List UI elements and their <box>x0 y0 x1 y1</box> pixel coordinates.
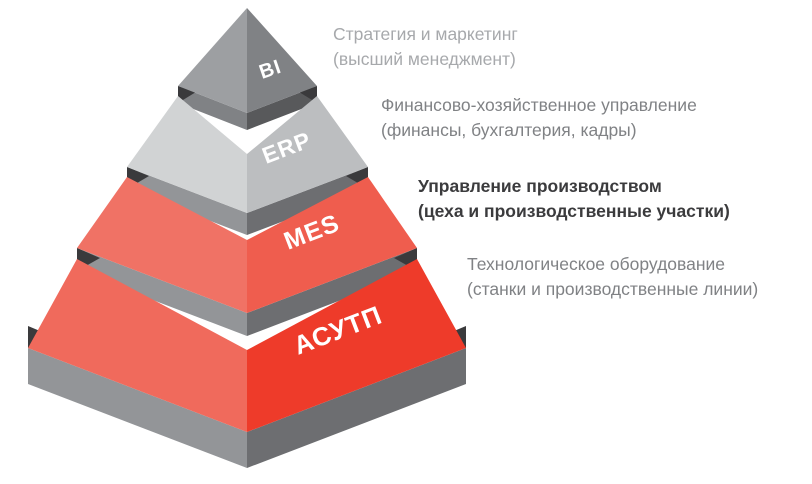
tier-erp-left-face <box>127 96 247 213</box>
tier-asutp-right-front-face <box>247 348 466 468</box>
pyramid-tier-asutp[interactable]: АСУТП <box>28 259 466 468</box>
tier-bi-right-face <box>247 8 317 113</box>
tier-asutp-right-face <box>247 259 466 432</box>
tier-erp-right-face <box>247 96 368 213</box>
pyramid-tier-bi[interactable]: BI <box>178 8 317 130</box>
tier-bi-right-shadow-notch <box>299 86 317 103</box>
tier-mes-left-face <box>77 177 247 313</box>
tier-bi-left-shadow-notch <box>178 86 196 103</box>
tier-mes-right-face <box>247 177 417 313</box>
tier-asutp-left-front-face <box>28 348 247 468</box>
pyramid-tier-mes[interactable]: MES <box>77 177 417 336</box>
tier-mes-left-front-face <box>77 248 247 336</box>
tier-bi-left-face <box>178 8 247 113</box>
tier-mes-right-front-face <box>247 248 417 336</box>
tier-asutp-left-face <box>28 259 247 432</box>
tier-erp-right-front-face <box>247 167 368 235</box>
tier-erp-left-front-face <box>127 167 247 235</box>
tier-bi-left-front-face <box>178 86 247 130</box>
tier-bi-right-front-face <box>247 86 317 130</box>
